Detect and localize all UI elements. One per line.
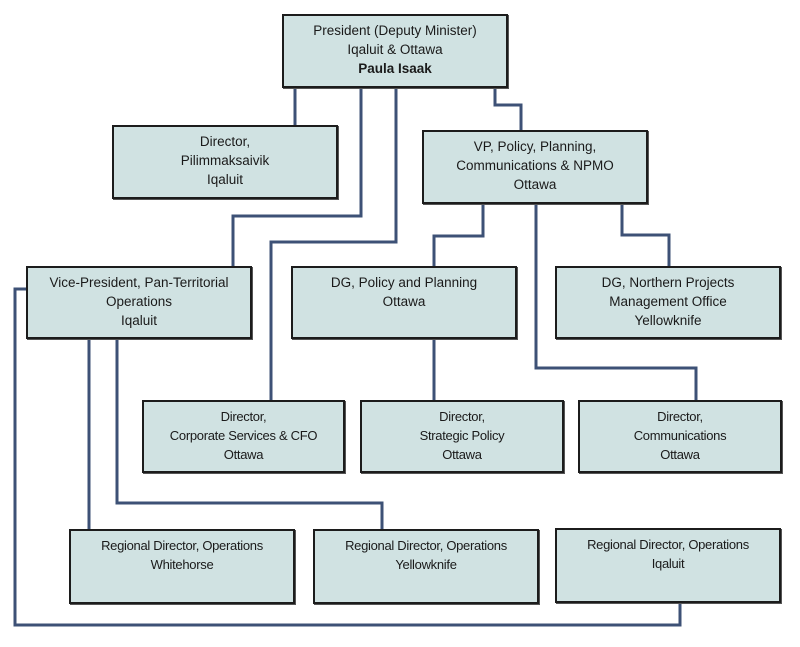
node-location: Iqaluit: [206, 172, 244, 187]
node-title: DG, Policy and Planning: [330, 275, 478, 290]
edge-vp-policy-communications: [534, 203, 698, 400]
node-dir-communications[interactable]: Director, Communications Ottawa: [578, 400, 782, 473]
edge-vp-policy-dg-npmo: [620, 203, 671, 266]
node-title: VP, Policy, Planning,: [473, 139, 597, 154]
node-title: Director,: [199, 134, 251, 149]
node-president[interactable]: President (Deputy Minister) Iqaluit & Ot…: [282, 14, 508, 88]
node-title: Director,: [439, 409, 485, 424]
node-unit: Strategic Policy: [419, 428, 505, 443]
node-location: Ottawa: [223, 447, 264, 462]
node-title: President (Deputy Minister): [313, 23, 477, 38]
node-unit: Operations: [105, 294, 173, 309]
node-title: Regional Director, Operations: [345, 538, 507, 553]
node-title: Vice-President, Pan-Territorial: [49, 275, 229, 290]
node-rd-whitehorse[interactable]: Regional Director, Operations Whitehorse: [69, 529, 295, 604]
node-unit: Communications & NPMO: [456, 158, 614, 173]
node-title: Director,: [657, 409, 703, 424]
node-dir-corporate[interactable]: Director, Corporate Services & CFO Ottaw…: [142, 400, 345, 473]
node-unit: Pilimmaksaivik: [180, 153, 270, 168]
node-unit: Communications: [633, 428, 727, 443]
edge-vp-policy-dg-policy: [432, 203, 485, 266]
edge-vp-ops-iqaluit: [13, 287, 682, 627]
node-title: Director,: [220, 409, 267, 424]
node-location: Ottawa: [660, 447, 700, 462]
node-title: DG, Northern Projects: [601, 275, 735, 290]
node-title: Regional Director, Operations: [587, 537, 749, 552]
node-location: Whitehorse: [150, 557, 214, 572]
edge-president-vp-policy: [493, 86, 523, 130]
node-vp-operations[interactable]: Vice-President, Pan-Territorial Operatio…: [26, 266, 252, 339]
node-location: Iqaluit: [120, 313, 158, 328]
node-location: Iqaluit & Ottawa: [347, 42, 443, 57]
node-location: Yellowknife: [395, 557, 457, 572]
node-location: Yellowknife: [634, 313, 702, 328]
edge-president-vp-operations: [231, 86, 363, 266]
node-dir-pilimmaksaivik[interactable]: Director, Pilimmaksaivik Iqaluit: [112, 125, 338, 199]
node-rd-iqaluit[interactable]: Regional Director, Operations Iqaluit: [555, 528, 781, 603]
node-location: Iqaluit: [651, 556, 685, 571]
node-person-name: Paula Isaak: [358, 61, 432, 76]
node-unit: Management Office: [609, 294, 727, 309]
node-location: Ottawa: [442, 447, 482, 462]
edge-president-corporate: [269, 86, 398, 400]
node-vp-policy[interactable]: VP, Policy, Planning, Communications & N…: [422, 130, 648, 204]
node-rd-yellowknife[interactable]: Regional Director, Operations Yellowknif…: [313, 529, 539, 604]
node-location: Ottawa: [382, 294, 426, 309]
node-unit: Corporate Services & CFO: [169, 428, 318, 443]
node-location: Ottawa: [513, 177, 557, 192]
node-title: Regional Director, Operations: [101, 538, 263, 553]
edge-vp-ops-yellowknife: [115, 338, 384, 530]
node-dg-npmo[interactable]: DG, Northern Projects Management Office …: [555, 266, 781, 339]
node-dir-strategic[interactable]: Director, Strategic Policy Ottawa: [360, 400, 564, 473]
node-dg-policy[interactable]: DG, Policy and Planning Ottawa: [291, 266, 517, 339]
